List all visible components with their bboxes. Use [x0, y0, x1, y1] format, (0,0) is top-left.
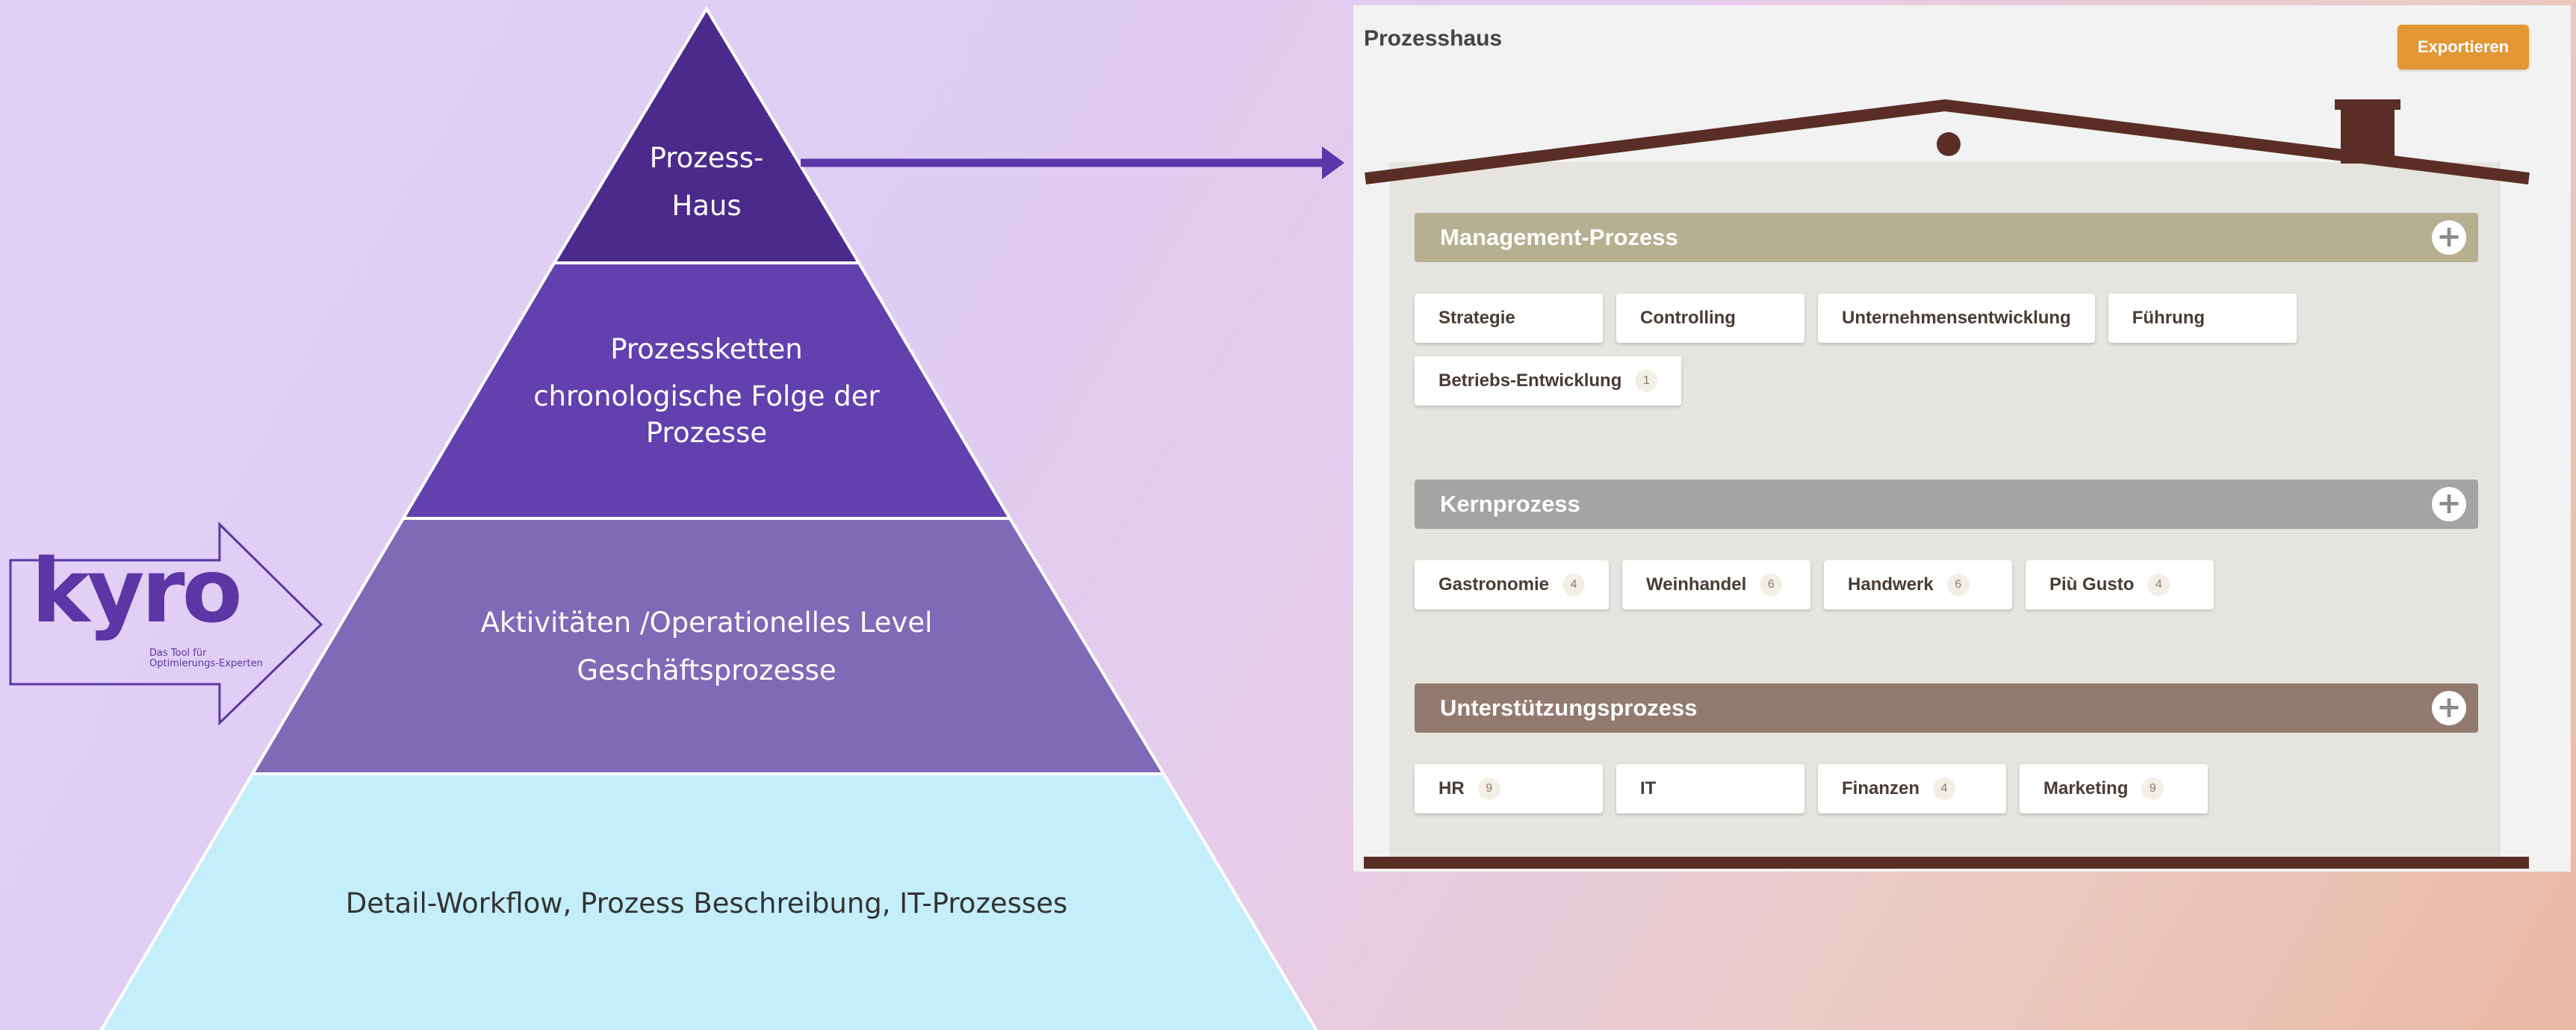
process-list: Strategie Controlling Unternehmensentwic… [1415, 294, 2311, 406]
process-chip[interactable]: Betriebs-Entwicklung 1 [1415, 356, 1682, 406]
process-pyramid: Prozess- Haus Prozessketten chronologisc… [99, 6, 1344, 1030]
section-management: Management-Prozess + Strategie Controlli… [1415, 213, 2478, 406]
process-chip[interactable]: HR 9 [1415, 764, 1603, 813]
logo-tagline: Das Tool für Optimierungs-Experten [149, 648, 299, 669]
section-header: Unterstützungsprozess + [1415, 683, 2478, 733]
process-chip[interactable]: Controlling [1616, 294, 1804, 343]
chip-label: Handwerk [1848, 574, 1934, 595]
process-chip[interactable]: Weinhandel 6 [1622, 560, 1811, 609]
level3-text-2: Geschäftsprozesse [577, 654, 836, 686]
chip-count-badge: 4 [2147, 574, 2170, 596]
chimney-cap [2335, 99, 2400, 110]
process-chip[interactable]: Gastronomie 4 [1415, 560, 1610, 609]
process-chip[interactable]: Unternehmensentwicklung [1818, 294, 2095, 343]
chip-label: HR [1438, 778, 1465, 798]
chip-label: Betriebs-Entwicklung [1438, 370, 1622, 391]
pyramid-level-3 [249, 517, 1167, 775]
process-chip[interactable]: Più Gusto 4 [2026, 560, 2215, 609]
level1-text-2: Haus [671, 190, 741, 222]
process-chip[interactable]: Finanzen 4 [1818, 764, 2006, 813]
chip-label: IT [1640, 778, 1657, 798]
level1-text-1: Prozess- [650, 142, 764, 174]
process-list: Gastronomie 4 Weinhandel 6 Handwerk 6 Più G… [1415, 560, 2478, 609]
chip-label: Più Gusto [2049, 574, 2135, 595]
chip-label: Controlling [1640, 308, 1736, 328]
section-unterstuetzung: Unterstützungsprozess + HR 9 IT Finanzen 4… [1415, 683, 2478, 813]
chip-label: Finanzen [1842, 778, 1920, 798]
connector-arrowhead [1322, 146, 1344, 179]
roof-line [1364, 99, 2530, 184]
chip-label: Strategie [1438, 308, 1515, 328]
export-button[interactable]: Exportieren [2397, 25, 2529, 69]
roof-window-icon [1937, 132, 1961, 156]
section-title: Unterstützungsprozess [1440, 695, 1698, 721]
process-chip[interactable]: IT [1616, 764, 1804, 813]
chip-label: Weinhandel [1646, 574, 1747, 595]
add-process-button[interactable]: + [2432, 691, 2466, 725]
add-process-button[interactable]: + [2432, 220, 2466, 255]
chip-count-badge: 4 [1562, 574, 1586, 596]
house-body: Management-Prozess + Strategie Controlli… [1389, 162, 2501, 864]
logo-tagline-line-1: Das Tool für [149, 648, 207, 659]
chip-label: Führung [2132, 308, 2206, 328]
logo-tagline-line-2: Optimierungs-Experten [149, 658, 263, 669]
process-chip[interactable]: Handwerk 6 [1824, 560, 2013, 609]
logo-arrow-outline [9, 521, 323, 726]
level2-text-3: Prozesse [646, 417, 767, 449]
process-chip[interactable]: Marketing 9 [2020, 764, 2208, 813]
chip-count-badge: 9 [2141, 778, 2164, 800]
level4-text-1: Detail-Workflow, Prozess Beschreibung, I… [346, 887, 1067, 919]
kyro-logo: kyro Das Tool für Optimierungs-Experten [0, 515, 329, 732]
chip-count-badge: 6 [1760, 574, 1783, 596]
process-chip[interactable]: Führung [2108, 294, 2297, 343]
section-kernprozess: Kernprozess + Gastronomie 4 Weinhandel 6 H… [1415, 480, 2478, 609]
level2-text-2: chronologische Folge der [533, 380, 880, 412]
chip-count-badge: 1 [1635, 370, 1658, 392]
house-roof [1364, 99, 2530, 184]
process-list: HR 9 IT Finanzen 4 Marketing 9 [1415, 764, 2478, 813]
pyramid-level-4 [99, 772, 1318, 1030]
section-title: Management-Prozess [1440, 224, 1678, 250]
section-header: Kernprozess + [1415, 480, 2478, 529]
pyramid-level-1 [551, 6, 862, 264]
chip-label: Unternehmensentwicklung [1842, 308, 2071, 328]
logo-wordmark: kyro [31, 539, 243, 642]
house-floor [1364, 857, 2529, 869]
chip-count-badge: 9 [1477, 778, 1500, 800]
prozesshaus-panel: Prozesshaus Exportieren Management-Proze… [1353, 5, 2571, 872]
level2-text-1: Prozessketten [610, 333, 803, 365]
section-header: Management-Prozess + [1415, 213, 2478, 262]
panel-title: Prozesshaus [1364, 26, 1503, 51]
level3-text-1: Aktivitäten /Operationelles Level [481, 606, 933, 639]
add-process-button[interactable]: + [2432, 487, 2466, 521]
chip-label: Gastronomie [1438, 574, 1550, 595]
chip-label: Marketing [2043, 778, 2129, 798]
chip-count-badge: 6 [1946, 574, 1970, 596]
process-chip[interactable]: Strategie [1415, 294, 1603, 343]
section-title: Kernprozess [1440, 491, 1580, 517]
chip-count-badge: 4 [1933, 778, 1956, 800]
